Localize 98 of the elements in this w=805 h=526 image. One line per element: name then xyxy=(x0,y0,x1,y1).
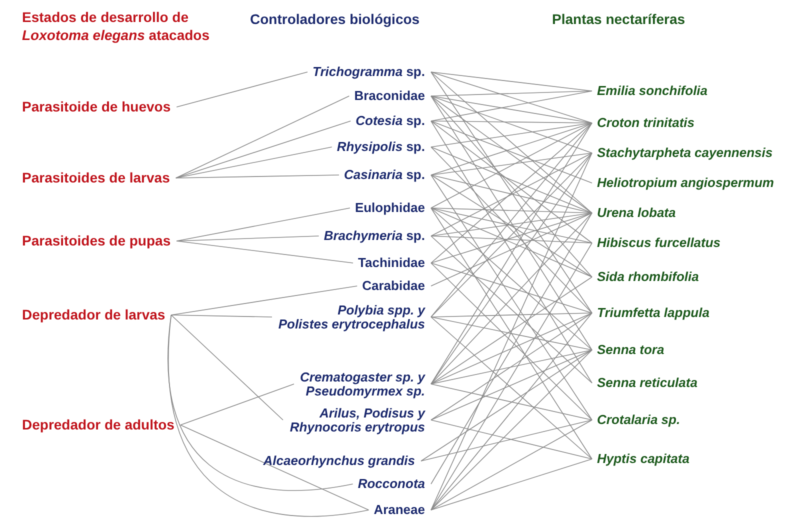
nectar-plant-label: Emilia sonchifolia xyxy=(597,84,708,98)
connector-line xyxy=(430,262,592,314)
connector-line xyxy=(168,314,370,517)
connector-line xyxy=(430,262,592,420)
connector-line xyxy=(430,152,592,236)
nectar-plant-label: Urena lobata xyxy=(597,206,676,220)
biocontrol-agent-label: Araneae xyxy=(374,503,425,517)
connector-line xyxy=(176,208,350,242)
nectar-plant-label: Triumfetta lappula xyxy=(597,306,710,320)
connector-line xyxy=(430,72,592,124)
connector-line xyxy=(430,276,592,384)
connector-line xyxy=(430,212,592,286)
connector-line xyxy=(430,242,592,510)
connector-line xyxy=(430,96,592,214)
connector-line xyxy=(430,236,592,244)
connector-line xyxy=(430,120,592,184)
connector-line xyxy=(430,122,592,176)
connector-line xyxy=(430,152,592,176)
connector-line xyxy=(430,120,592,244)
connector-line xyxy=(430,122,592,148)
connector-line xyxy=(430,174,592,278)
connector-line xyxy=(420,350,592,462)
nectar-plant-label: Crotalaria sp. xyxy=(597,413,680,427)
connector-line xyxy=(430,122,592,208)
biocontrol-agent-label: Braconidae xyxy=(354,89,425,103)
connector-line xyxy=(430,208,592,244)
connector-line xyxy=(430,146,592,214)
connector-line xyxy=(175,146,332,178)
nectar-plant-label: Senna reticulata xyxy=(597,376,698,390)
connector-line xyxy=(170,314,284,420)
connector-line xyxy=(176,236,320,242)
connector-line xyxy=(176,72,308,108)
connector-line xyxy=(430,72,592,314)
biocontrol-agent-label: Polybia spp. y Polistes erytrocephalus xyxy=(277,303,425,331)
connector-line xyxy=(430,90,592,122)
biocontrol-agent-label: Rhysipolis sp. xyxy=(336,140,425,154)
life-stage-label: Parasitoide de huevos xyxy=(22,100,171,114)
connector-line xyxy=(430,212,592,264)
connector-line xyxy=(430,96,592,124)
nectar-plant-label: Croton trinitatis xyxy=(597,116,694,130)
connector-line xyxy=(430,96,592,278)
nectar-plant-label: Senna tora xyxy=(597,343,664,357)
column-heading: Plantas nectaríferas xyxy=(552,10,686,28)
connector-line xyxy=(430,316,592,460)
connector-line xyxy=(175,120,352,178)
biocontrol-agent-label: Casinaria sp. xyxy=(344,168,425,182)
connector-line xyxy=(430,208,592,350)
biocontrol-agent-label: Crematogaster sp. y Pseudomyrmex sp. xyxy=(299,370,425,398)
connector-line xyxy=(430,72,592,214)
biocontrol-agent-label: Tachinidae xyxy=(358,256,425,270)
biocontrol-agent-label: Trichogramma sp. xyxy=(312,65,425,79)
nectar-plant-label: Hibiscus furcellatus xyxy=(597,236,721,250)
life-stage-label: Parasitoides de pupas xyxy=(22,234,171,248)
biocontrol-agent-label: Eulophidae xyxy=(354,201,425,215)
life-stage-label: Parasitoides de larvas xyxy=(22,170,170,186)
connector-line xyxy=(430,312,592,420)
life-stage-label: Depredador de larvas xyxy=(22,308,166,322)
connector-line xyxy=(430,312,592,384)
connector-line xyxy=(175,96,350,178)
connector-line xyxy=(430,350,592,510)
connector-line xyxy=(175,174,340,178)
connector-line xyxy=(430,208,592,278)
connector-line xyxy=(170,314,272,318)
connector-line xyxy=(430,350,592,420)
nectar-plant-label: Stachytarpheta cayennensis xyxy=(597,146,773,160)
connector-line xyxy=(180,424,370,510)
connector-line xyxy=(180,384,294,426)
connector-line xyxy=(430,458,592,510)
biocontrol-agent-label: Rocconota xyxy=(358,477,425,491)
column-heading: Controladores biológicos xyxy=(250,10,421,28)
nectar-plant-label: Sida rhombifolia xyxy=(597,270,699,284)
connector-line xyxy=(430,90,592,96)
biocontrol-agent-label: Carabidae xyxy=(362,279,425,293)
column-heading: Estados de desarrollo de Loxotoma elegans atacados xyxy=(22,8,211,44)
connector-line xyxy=(430,384,592,420)
connector-line xyxy=(430,350,592,384)
life-stage-label: Depredador de adultos xyxy=(22,418,174,432)
connector-line xyxy=(430,96,592,350)
nectar-plant-label: Heliotropium angiospermum xyxy=(597,176,774,190)
connector-line xyxy=(430,122,592,264)
connector-line xyxy=(170,286,358,316)
connector-line xyxy=(430,208,592,214)
connector-line xyxy=(430,152,592,510)
connector-line xyxy=(430,316,592,350)
biocontrol-agent-label: Arilus, Podisus y Rhynocoris erytropus xyxy=(288,406,425,434)
connector-line xyxy=(430,174,592,214)
connector-line xyxy=(430,120,592,124)
connector-line xyxy=(430,312,592,318)
connector-line xyxy=(176,240,354,264)
connector-line xyxy=(430,174,592,420)
connector-line xyxy=(430,420,592,510)
biocontrol-agent-label: Brachymeria sp. xyxy=(324,229,425,243)
biocontrol-agent-label: Cotesia sp. xyxy=(356,114,425,128)
biocontrol-agent-label: Alcaeorhynchus grandis xyxy=(263,454,415,468)
connector-line xyxy=(430,312,592,510)
connector-line xyxy=(430,96,592,154)
connector-line xyxy=(430,212,592,236)
nectar-plant-label: Hyptis capitata xyxy=(597,452,690,466)
